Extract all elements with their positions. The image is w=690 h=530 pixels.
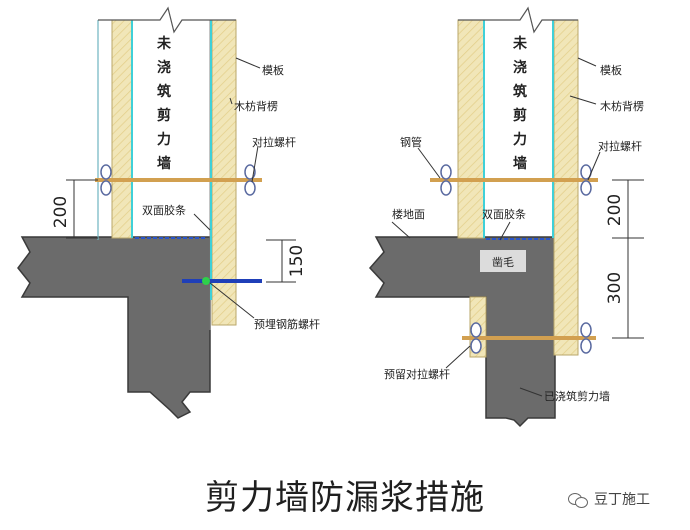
left-wall-text: 未 浇 筑 剪 力 墙 bbox=[157, 35, 172, 172]
left-label-formwork: 模板 bbox=[262, 63, 284, 77]
left-embedded-bolt-weld bbox=[202, 277, 210, 285]
left-butterfly-nut-icon bbox=[100, 164, 112, 196]
left-concrete-slab bbox=[17, 236, 211, 419]
right-butterfly-nut-icon bbox=[580, 322, 592, 354]
left-label-tie-bolt: 对拉螺杆 bbox=[252, 135, 296, 149]
svg-text:墙: 墙 bbox=[513, 155, 527, 172]
right-label-formwork: 模板 bbox=[600, 63, 622, 77]
right-label-pre-bolt: 预留对拉螺杆 bbox=[384, 367, 450, 381]
right-label-steel-pipe: 钢管 bbox=[400, 135, 422, 149]
figure-caption: 剪力墙防漏浆措施 bbox=[205, 478, 485, 518]
left-label-sponge: 双面胶条 bbox=[142, 203, 186, 217]
right-dim-200: 200 bbox=[605, 194, 625, 226]
svg-text:浇: 浇 bbox=[513, 59, 527, 76]
right-butterfly-nut-icon bbox=[580, 164, 592, 196]
right-label-wood-beam: 木枋背楞 bbox=[600, 99, 644, 113]
wechat-icon bbox=[568, 491, 588, 508]
right-label-cast-wall: 已浇筑剪力墙 bbox=[544, 389, 610, 403]
right-label-sponge: 双面胶条 bbox=[482, 207, 526, 221]
right-dim-300: 300 bbox=[605, 272, 625, 304]
right-formwork-inner bbox=[457, 19, 485, 239]
left-break-line bbox=[98, 6, 236, 34]
left-diagram: 200 150 未 浇 筑 剪 力 墙 模板 木枋背楞 对拉螺杆 双面胶条 预埋… bbox=[17, 6, 320, 419]
svg-text:未: 未 bbox=[513, 35, 528, 52]
svg-text:浇: 浇 bbox=[157, 59, 171, 76]
svg-text:剪: 剪 bbox=[157, 107, 171, 124]
svg-text:筑: 筑 bbox=[513, 83, 527, 100]
left-label-wood-beam: 木枋背楞 bbox=[234, 99, 278, 113]
right-butterfly-nut-icon bbox=[470, 322, 482, 354]
right-wall-text: 未 浇 筑 剪 力 墙 bbox=[513, 35, 528, 172]
right-roughen-box bbox=[480, 250, 526, 272]
svg-text:剪: 剪 bbox=[513, 107, 527, 124]
left-dim-150: 150 bbox=[287, 245, 307, 277]
right-label-floor: 楼地面 bbox=[392, 207, 425, 221]
svg-text:筑: 筑 bbox=[157, 83, 171, 100]
right-formwork-outer bbox=[553, 19, 579, 356]
right-butterfly-nut-icon bbox=[440, 164, 452, 196]
left-formwork-inner bbox=[111, 19, 133, 239]
right-concrete-slab bbox=[368, 236, 556, 428]
right-label-roughen: 凿毛 bbox=[492, 256, 514, 269]
svg-text:力: 力 bbox=[513, 131, 527, 148]
watermark: 豆丁施工 bbox=[568, 489, 650, 509]
left-dim-200: 200 bbox=[51, 196, 71, 228]
right-break-line bbox=[458, 6, 578, 34]
svg-text:墙: 墙 bbox=[157, 155, 171, 172]
svg-text:未: 未 bbox=[157, 35, 172, 52]
right-label-tie-bolt: 对拉螺杆 bbox=[598, 139, 642, 153]
left-label-embedded-bolt: 预埋钢筋螺杆 bbox=[254, 317, 320, 331]
watermark-text: 豆丁施工 bbox=[594, 492, 650, 508]
right-diagram: 凿毛 bbox=[368, 6, 644, 428]
svg-text:力: 力 bbox=[157, 131, 171, 148]
left-butterfly-nut-icon bbox=[244, 164, 256, 196]
